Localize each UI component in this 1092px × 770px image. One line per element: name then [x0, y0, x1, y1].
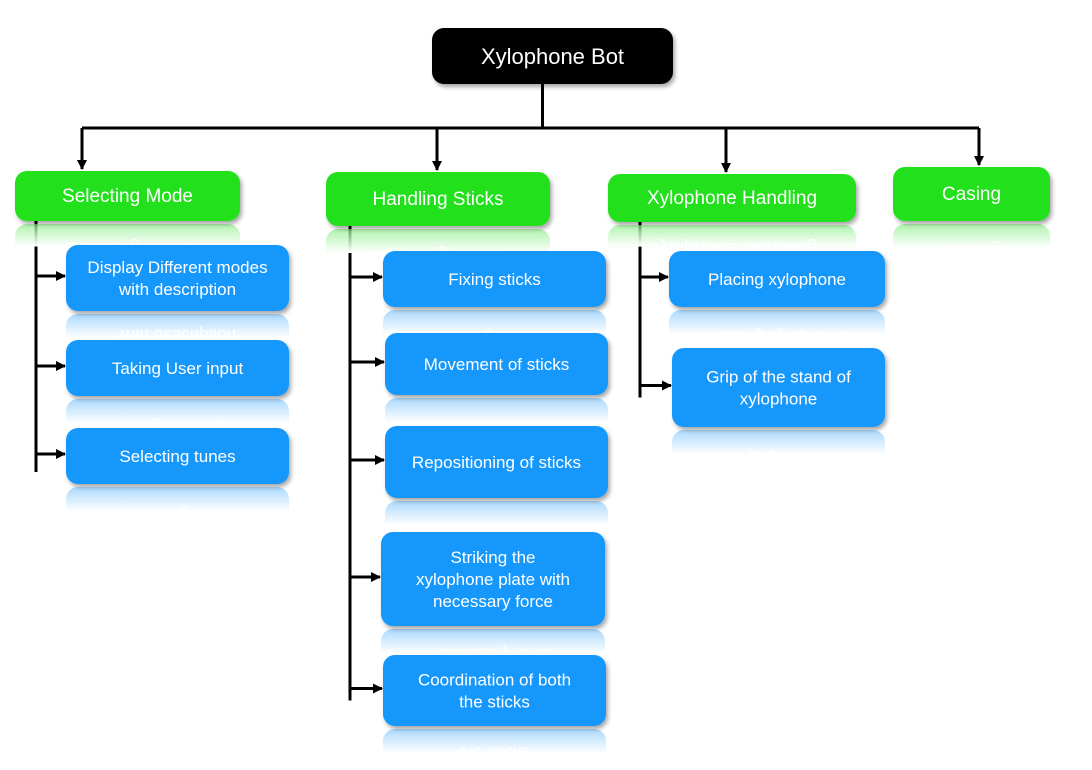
branch-handling-sticks-item-movement-of-sticks-reflection: Movement of sticks — [383, 398, 610, 422]
branch-selecting-mode-reflection: Selecting Mode — [13, 224, 242, 247]
branch-handling-sticks-item-movement-of-sticks-label: Movement of sticks — [424, 355, 570, 374]
branch-handling-sticks-item-movement-of-sticks: Movement of sticks — [385, 333, 608, 395]
branch-selecting-mode-item-display-different-modes-with-description-box — [66, 245, 289, 311]
branch-casing: Casing — [893, 167, 1050, 221]
branch-selecting-mode-item-selecting-tunes-box — [66, 428, 289, 484]
branch-xylophone-handling-item-grip-of-the-stand-of-xylophone-reflection: Grip of the stand ofxylophone — [670, 430, 887, 490]
branch-xylophone-handling-item-placing-xylophone: Placing xylophone — [669, 251, 885, 307]
branch-xylophone-handling-item-placing-xylophone-label: Placing xylophone — [708, 270, 846, 289]
root-node: Xylophone Bot — [432, 28, 673, 84]
branch-selecting-mode-item-selecting-tunes-label: Selecting tunes — [119, 447, 235, 466]
branch-handling-sticks-item-fixing-sticks: Fixing sticks — [383, 251, 606, 307]
branch-handling-sticks: Handling Sticks — [326, 172, 550, 226]
root-node-label: Xylophone Bot — [481, 44, 624, 69]
branch-handling-sticks-box — [326, 172, 550, 226]
branch-selecting-mode-item-taking-user-input: Taking User input — [66, 340, 289, 396]
branch-handling-sticks-item-fixing-sticks-reflection: Fixing sticks — [381, 310, 608, 334]
branch-selecting-mode-item-taking-user-input-box — [66, 340, 289, 396]
branch-selecting-mode: Selecting Mode — [15, 171, 240, 221]
branch-xylophone-handling-item-placing-xylophone-box — [669, 251, 885, 307]
branch-xylophone-handling-item-placing-xylophone-reflection: Placing xylophone — [667, 310, 887, 334]
branch-selecting-mode-label: Selecting Mode — [62, 186, 193, 207]
branch-selecting-mode-item-selecting-tunes-reflection: Selecting tunes — [64, 487, 291, 511]
root-node-box — [432, 28, 673, 84]
branch-handling-sticks-item-fixing-sticks-label: Fixing sticks — [448, 270, 541, 289]
branch-xylophone-handling: Xylophone Handling — [608, 174, 856, 222]
branch-handling-sticks-label: Handling Sticks — [373, 189, 504, 210]
branch-casing-reflection: Casing — [891, 224, 1052, 248]
svg-text:Grip of the stand ofxylophone: Grip of the stand ofxylophone — [706, 449, 851, 490]
branch-handling-sticks-reflection: Handling Sticks — [324, 229, 552, 253]
branch-selecting-mode-item-taking-user-input-label: Taking User input — [112, 359, 244, 378]
branch-selecting-mode-item-selecting-tunes: Selecting tunes — [66, 428, 289, 484]
branch-handling-sticks-item-striking-the-xylophone-plate-with-necess-box — [381, 532, 605, 626]
branch-selecting-mode-box — [15, 171, 240, 221]
branch-xylophone-handling-item-grip-of-the-stand-of-xylophone-box — [672, 348, 885, 427]
branch-casing-box — [893, 167, 1050, 221]
branch-selecting-mode-item-taking-user-input-reflection: Taking User input — [64, 399, 291, 423]
branch-handling-sticks-item-repositioning-of-sticks-box — [385, 426, 608, 498]
branch-handling-sticks-item-movement-of-sticks-box — [385, 333, 608, 395]
connectors — [34, 84, 984, 701]
branch-handling-sticks-item-coordination-of-both-the-sticks-box — [383, 655, 606, 726]
branch-handling-sticks-item-repositioning-of-sticks: Repositioning of sticks — [385, 426, 608, 498]
branch-handling-sticks-item-repositioning-of-sticks-reflection: Repositioning of sticks — [383, 501, 610, 525]
branch-xylophone-handling-box — [608, 174, 856, 222]
branch-xylophone-handling-reflection: Xylophone Handling — [606, 225, 858, 247]
branch-handling-sticks-item-fixing-sticks-box — [383, 251, 606, 307]
branch-xylophone-handling-label: Xylophone Handling — [647, 188, 817, 209]
branch-casing-label: Casing — [942, 184, 1001, 205]
branch-handling-sticks-item-repositioning-of-sticks-label: Repositioning of sticks — [412, 453, 581, 472]
